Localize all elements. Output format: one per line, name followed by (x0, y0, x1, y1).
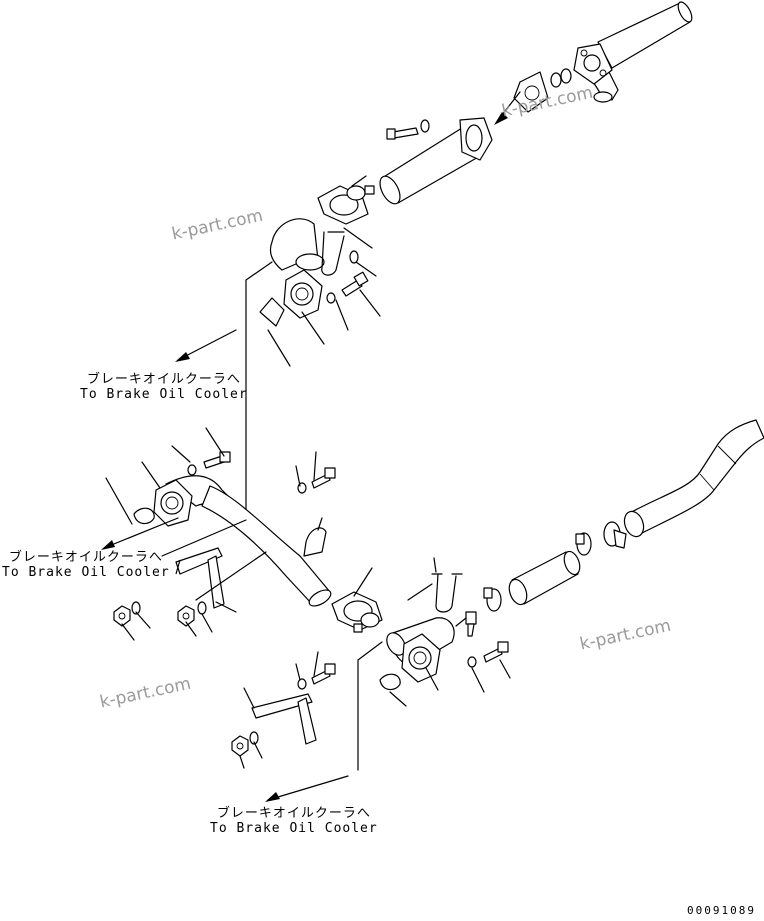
upper-hose-elbow (269, 218, 325, 271)
lower-nut (231, 735, 249, 757)
callout-lower: ブレーキオイルクーラへ To Brake Oil Cooler (210, 806, 378, 836)
callout-middle-jp: ブレーキオイルクーラへ (8, 550, 163, 565)
callout-middle: ブレーキオイルクーラへ To Brake Oil Cooler (2, 550, 170, 580)
upper-right-flange (573, 43, 613, 85)
callout-lower-jp: ブレーキオイルクーラへ (216, 806, 371, 821)
upper-square-flange (283, 269, 323, 319)
lower-hose-clamp-right (603, 521, 627, 549)
lower-bolt-left (311, 663, 336, 685)
lower-clamp-bolt (465, 611, 477, 637)
lower-square-flange (401, 633, 441, 683)
upper-oring-pair (550, 68, 572, 88)
middle-bolt-right (311, 467, 336, 489)
lower-washer-left (297, 678, 307, 690)
lower-right-hose (623, 419, 764, 538)
lower-u-clamp (431, 573, 463, 613)
callout-upper: ブレーキオイルクーラへ To Brake Oil Cooler (80, 372, 248, 402)
middle-long-pipe (165, 475, 332, 607)
middle-washer-lower (131, 601, 141, 615)
middle-u-clamp (303, 527, 327, 557)
upper-oring (259, 297, 285, 327)
middle-bracket (175, 547, 225, 609)
lower-bracket (251, 693, 317, 745)
upper-right-tube (591, 1, 693, 103)
lower-washer (467, 656, 477, 668)
callout-upper-en: To Brake Oil Cooler (80, 387, 248, 402)
lower-split-flange (331, 591, 383, 633)
callout-middle-en: To Brake Oil Cooler (2, 565, 170, 580)
middle-oring (133, 507, 155, 525)
middle-nut-2 (177, 605, 195, 627)
lower-hose-clamp-mid (575, 532, 592, 556)
callout-lower-en: To Brake Oil Cooler (210, 821, 378, 836)
upper-washer (326, 292, 336, 304)
middle-nut (113, 605, 131, 627)
upper-flange-bolt (341, 250, 369, 297)
lower-rubber-hose (508, 550, 581, 606)
upper-diamond-flange (513, 71, 549, 113)
callout-upper-jp: ブレーキオイルクーラへ (86, 372, 241, 387)
upper-split-flange (317, 185, 375, 225)
middle-washer-2 (197, 601, 207, 615)
middle-bolt (203, 451, 231, 469)
upper-bolt (386, 119, 430, 140)
lower-oring (379, 673, 401, 691)
drawing-code: 00091089 (687, 904, 756, 917)
middle-washer (187, 464, 197, 476)
lower-hose-clamp-left (483, 587, 502, 612)
lower-washer-bottom (249, 731, 259, 745)
upper-pipe (379, 117, 493, 205)
middle-flange (153, 479, 193, 527)
lower-bolt (483, 641, 509, 663)
upper-u-clamp (321, 231, 345, 276)
